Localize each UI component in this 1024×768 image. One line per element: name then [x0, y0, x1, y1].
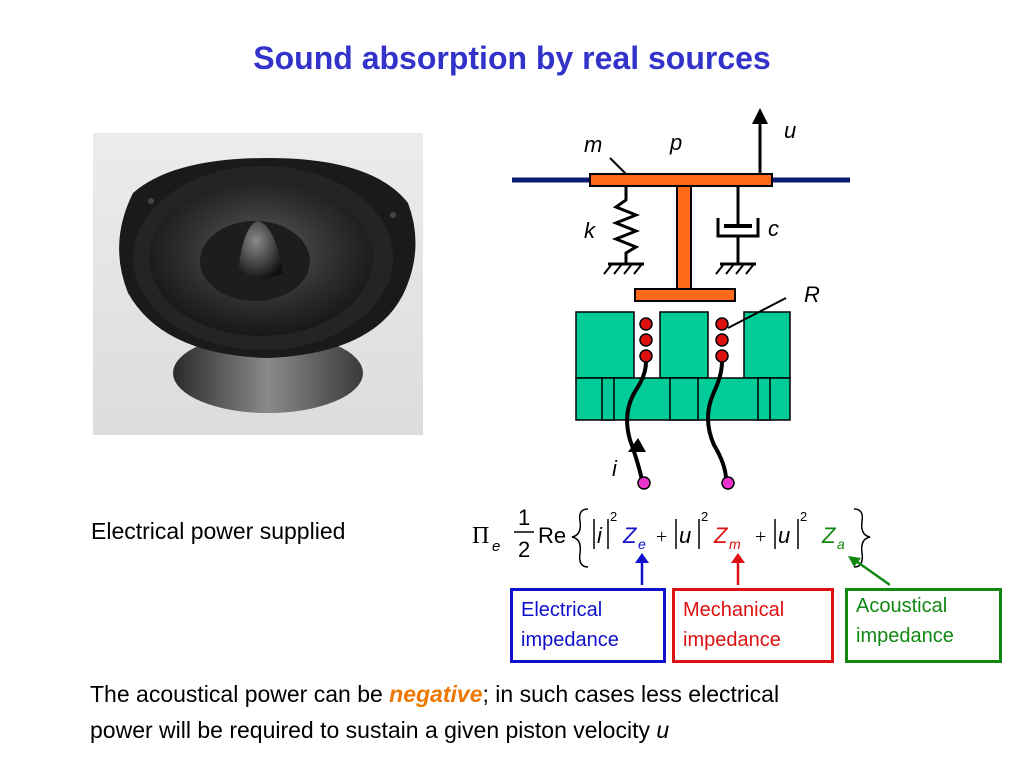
formula-sq-1: 2	[610, 509, 617, 524]
velocity-arrowhead	[752, 108, 768, 124]
label-p: p	[669, 130, 682, 155]
formula-Ze-sub: e	[638, 536, 646, 552]
loudspeaker-photo	[93, 133, 423, 435]
wire-right	[706, 361, 728, 481]
wire-left	[625, 361, 648, 481]
label-u: u	[784, 118, 796, 143]
formula-plus-2: +	[755, 526, 766, 548]
formula-left-brace	[571, 508, 589, 568]
conclusion-note: The acoustical power can be negative; in…	[90, 676, 990, 748]
formula-u-1: u	[679, 523, 691, 548]
electrical-impedance-line-1: Electrical	[521, 599, 603, 621]
formula-Zm: Z	[713, 523, 729, 548]
note-part-2: ; in such cases less electrical	[482, 681, 780, 707]
slide-title: Sound absorption by real sources	[253, 40, 771, 76]
formula-Za: Z	[821, 523, 837, 548]
arrow-acoustical	[855, 559, 890, 587]
note-negative-word: negative	[389, 681, 483, 707]
resistance-pointer	[727, 297, 787, 329]
loudspeaker-schematic: u m p k c R i	[512, 108, 850, 490]
mass-pointer	[609, 157, 627, 175]
formula-Ze: Z	[622, 523, 638, 548]
formula-plus-1: +	[656, 526, 667, 548]
magnet-assembly	[575, 311, 791, 421]
piston-shaft	[676, 185, 692, 290]
formula-Zm-sub: m	[729, 536, 741, 552]
terminal-left	[637, 476, 651, 490]
formula-pi: Π	[472, 523, 489, 549]
formula-u-2: u	[778, 523, 790, 548]
formula-right-brace	[853, 508, 871, 568]
terminal-right	[721, 476, 735, 490]
mechanical-impedance-line-2: impedance	[683, 629, 781, 651]
mechanical-impedance-box: Mechanical impedance	[672, 588, 834, 663]
formula-frac-den: 2	[518, 537, 530, 562]
acoustical-impedance-box: Acoustical impedance	[845, 588, 1002, 663]
label-k: k	[584, 218, 596, 243]
note-part-1: The acoustical power can be	[90, 681, 390, 707]
note-velocity-var: u	[656, 717, 670, 743]
mechanical-impedance-line-1: Mechanical	[683, 599, 785, 621]
electrical-impedance-box: Electrical impedance	[510, 588, 666, 663]
formula-sq-3: 2	[800, 509, 807, 524]
note-line-2: power will be required to sustain a give…	[90, 717, 657, 743]
formula-i: i	[597, 523, 603, 548]
piston-plate	[589, 173, 773, 187]
spring	[611, 186, 641, 264]
formula-frac-num: 1	[518, 505, 530, 530]
current-arrowhead	[628, 438, 646, 452]
formula-pi-sub: e	[492, 538, 500, 555]
coil-former-plate	[634, 288, 736, 302]
label-c: c	[768, 216, 779, 241]
acoustical-impedance-line-2: impedance	[856, 625, 954, 647]
formula-re: Re	[538, 523, 566, 548]
acoustical-impedance-line-1: Acoustical	[856, 595, 948, 617]
formula-sq-2: 2	[701, 509, 708, 524]
electrical-power-label: Electrical power supplied	[91, 518, 346, 544]
electrical-impedance-line-2: impedance	[521, 629, 619, 651]
label-R: R	[804, 282, 820, 307]
power-formula: Π e 1 2 Re i 2 Z e + u 2 Z m + u 2 Z a	[472, 505, 890, 587]
formula-Za-sub: a	[837, 536, 845, 552]
label-m: m	[584, 132, 602, 157]
label-i: i	[612, 456, 618, 481]
